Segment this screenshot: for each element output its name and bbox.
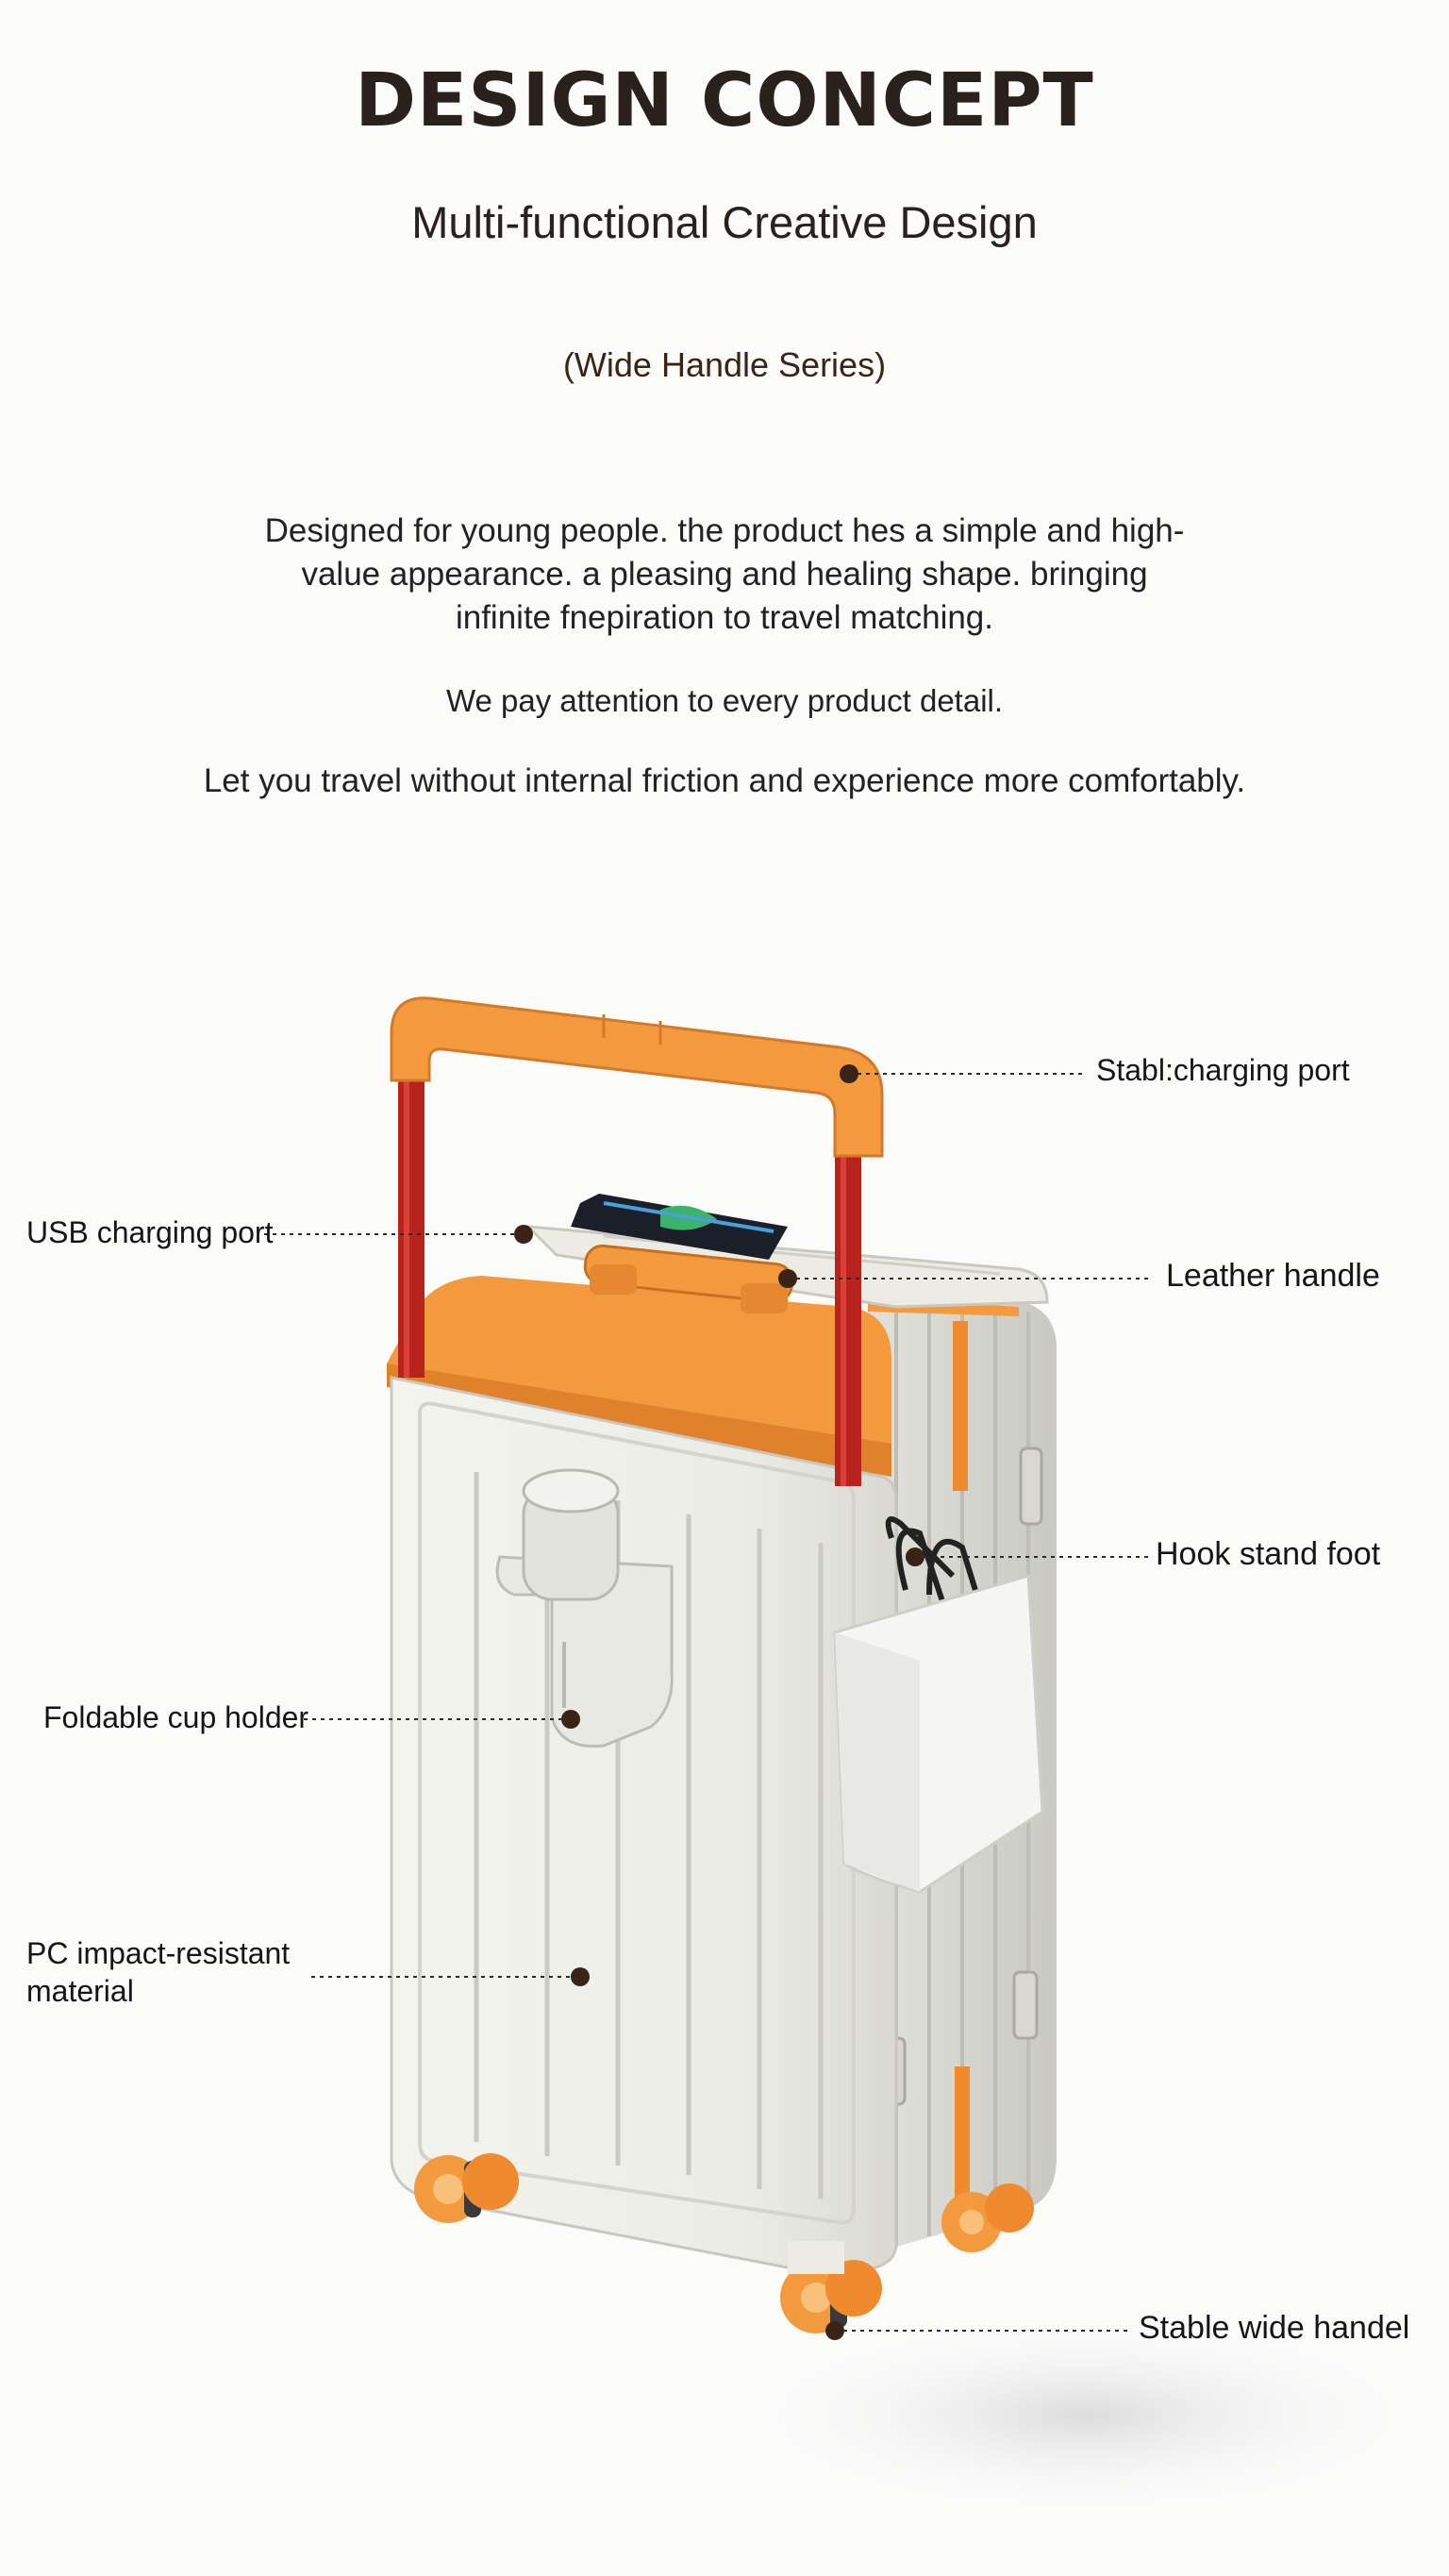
dot-stable-charging	[840, 1064, 858, 1083]
callout-leather-handle: Leather handle	[1166, 1258, 1380, 1294]
callout-pc-material: PC impact-resistant material	[26, 1934, 290, 2010]
smartphone	[571, 1194, 788, 1260]
description-line-3: infinite fnepiration to travel matching.	[455, 599, 994, 636]
page-subtitle: Multi-functional Creative Design	[411, 197, 1038, 247]
callout-pc-material-line-1: PC impact-resistant	[26, 1936, 291, 1970]
callout-leaders	[264, 1073, 1151, 2332]
description-line-2: value appearance. a pleasing and healing…	[301, 556, 1148, 593]
dot-hook-stand	[906, 1547, 924, 1566]
dot-leather-handle	[778, 1269, 797, 1288]
dot-usb-port	[514, 1225, 533, 1244]
callout-stable-wide-handle: Stable wide handel	[1139, 2310, 1410, 2346]
detail-statement: We pay attention to every product detail…	[445, 683, 1004, 718]
dot-cup-holder	[561, 1710, 580, 1729]
callout-pc-material-line-2: material	[26, 1974, 134, 2008]
shopping-bag	[833, 1516, 1044, 1894]
suitcase-front-shell	[390, 1376, 898, 2271]
cup-holder	[495, 1468, 674, 1748]
series-label: (Wide Handle Series)	[562, 345, 887, 384]
telescopic-handle	[390, 996, 884, 1486]
leather-handle	[583, 1244, 794, 1313]
dot-wide-handle	[825, 2321, 844, 2340]
page-title: DESIGN CONCEPT	[355, 59, 1094, 143]
comfort-statement: Let you travel without internal friction…	[203, 762, 1246, 799]
description-line-1: Designed for young people. the product h…	[264, 512, 1185, 549]
callout-stable-charging-port: Stabl:charging port	[1096, 1053, 1350, 1087]
callout-dots	[514, 1064, 924, 2340]
wheels	[414, 2153, 1034, 2333]
description-paragraph: Designed for young people. the product h…	[253, 510, 1196, 640]
dot-pc-material	[571, 1967, 590, 1986]
callout-hook-stand-foot: Hook stand foot	[1156, 1536, 1381, 1572]
floor-shadow	[726, 2312, 1443, 2519]
suitcase-top	[387, 1225, 1049, 1477]
callout-foldable-cup-holder: Foldable cup holder	[43, 1700, 309, 1734]
callout-usb-charging-port: USB charging port	[26, 1215, 274, 1249]
